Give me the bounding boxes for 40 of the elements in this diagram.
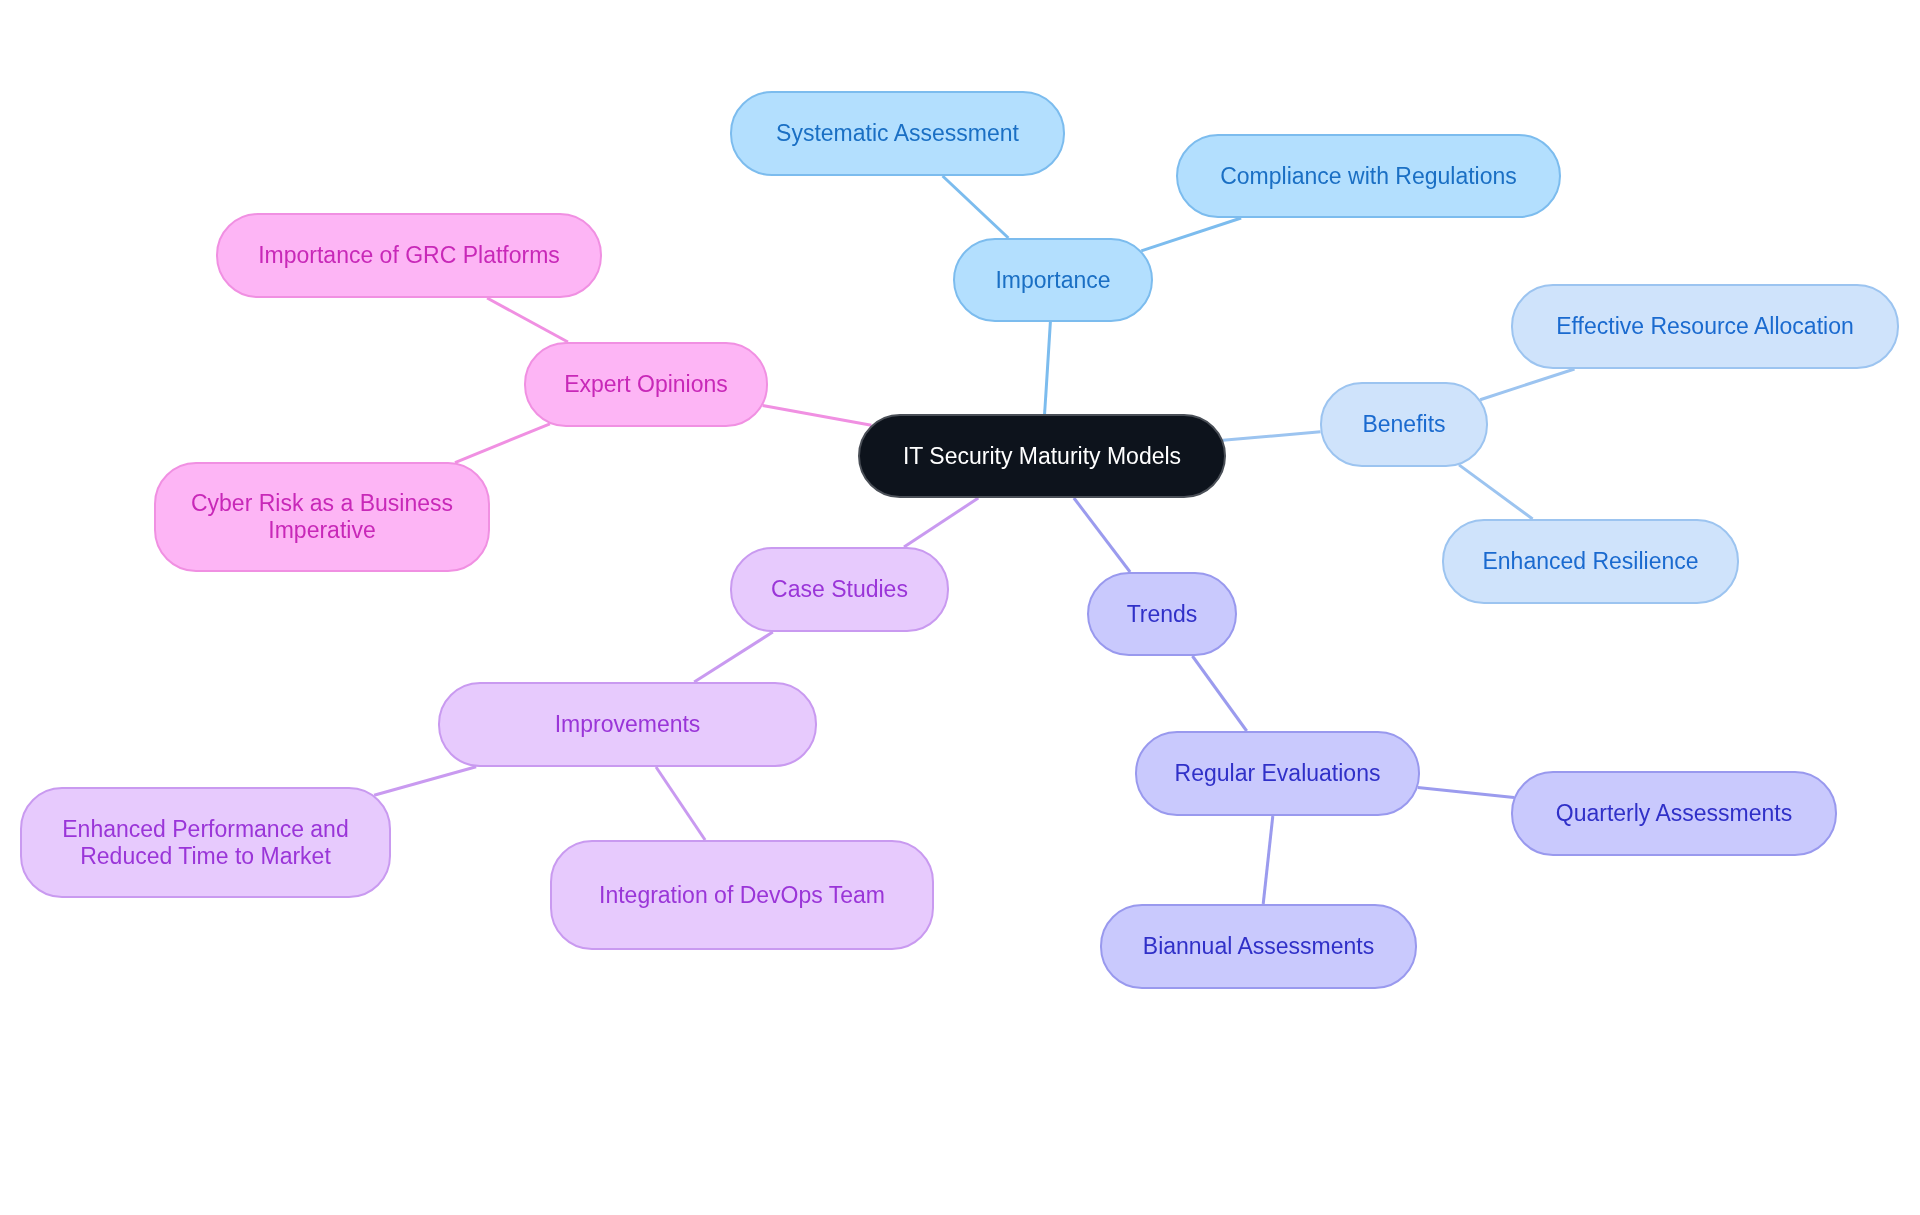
topic-pill — [154, 462, 490, 572]
topic-label: Case Studies — [771, 576, 908, 603]
topic-label: Quarterly Assessments — [1555, 800, 1793, 827]
topic-pill — [1320, 382, 1488, 467]
topic-label: Integration of DevOps Team — [599, 881, 885, 909]
connector-line — [762, 404, 872, 427]
connector-line — [1222, 430, 1321, 442]
connector-line — [693, 630, 774, 684]
topic-label: Benefits — [1362, 411, 1446, 438]
connector-line — [1191, 655, 1248, 732]
topic-label: Importance of GRC Platforms — [258, 242, 560, 269]
connector-line — [903, 496, 980, 549]
topic-label: Expert Opinions — [564, 371, 728, 398]
connector-line — [1043, 321, 1052, 415]
connector-line — [1140, 216, 1242, 253]
topic-label: Cyber Risk as a Business Imperative — [189, 490, 454, 544]
topic-label: IT Security Maturity Models — [902, 442, 1182, 470]
topic-label: Enhanced Performance and Reduced Time to Market — [61, 815, 350, 870]
connector-line — [1458, 463, 1534, 521]
topic-label: Improvements — [554, 711, 701, 738]
topic-label: Regular Evaluations — [1174, 760, 1381, 787]
topic-pill — [550, 840, 934, 950]
connector-line — [486, 296, 569, 344]
connector-line — [454, 422, 551, 464]
connector-line — [373, 765, 477, 797]
topic-pill — [20, 787, 391, 898]
topic-pill — [953, 238, 1153, 322]
topic-label: Enhanced Resilience — [1482, 548, 1699, 575]
connector-line — [1072, 497, 1132, 573]
topic-label: Biannual Assessments — [1142, 933, 1375, 960]
topic-label: Importance — [995, 266, 1111, 294]
topic-label: Systematic Assessment — [776, 120, 1019, 147]
connector-line — [941, 174, 1010, 240]
connector-line — [1417, 786, 1515, 799]
connector-line — [654, 766, 707, 841]
connector-line — [1479, 367, 1575, 402]
topic-label: Compliance with Regulations — [1220, 162, 1517, 190]
connector-line — [1261, 815, 1275, 905]
topic-label: Effective Resource Allocation — [1556, 313, 1854, 340]
topic-label: Trends — [1126, 600, 1198, 628]
